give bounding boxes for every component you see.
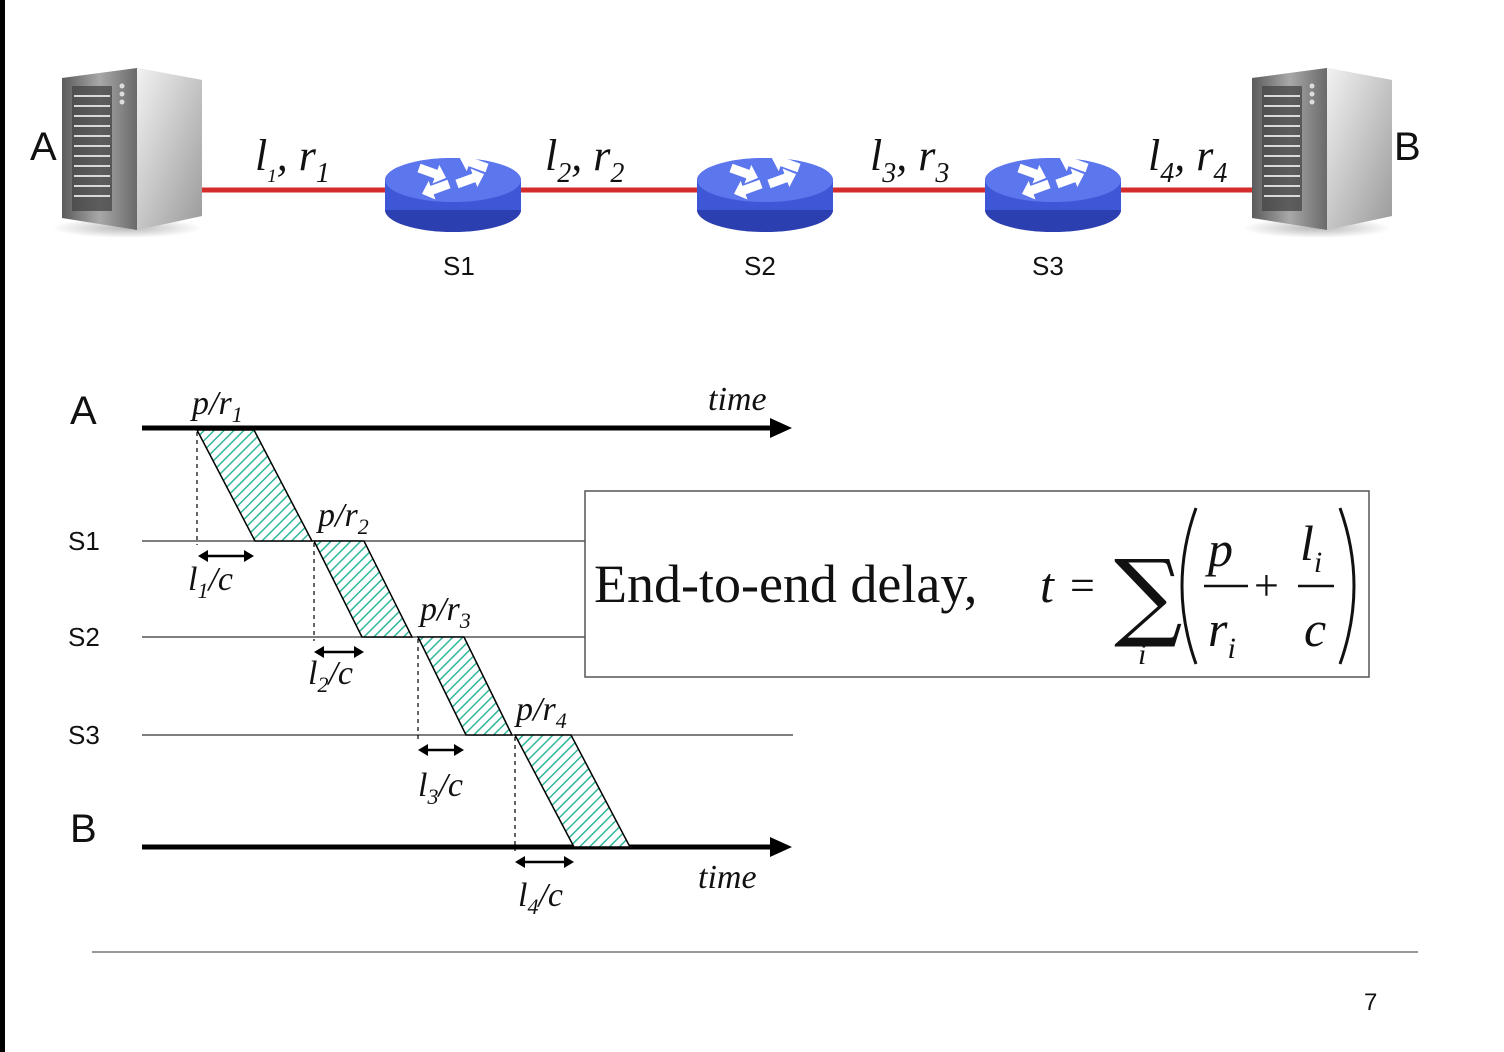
formula-numerator-p: p [1205, 521, 1233, 577]
formula-numerator-l: li [1300, 515, 1322, 579]
timeline-row-label-b: B [70, 807, 97, 851]
propagation-label-2: l2/c [308, 655, 353, 697]
router-s1-icon [385, 149, 521, 232]
transmission-label-1: p/r1 [190, 385, 243, 427]
router-s2-icon [697, 149, 833, 232]
timeline-row-label-a: A [70, 389, 97, 433]
transmission-label-4: p/r4 [514, 691, 567, 733]
propagation-label-4: l4/c [518, 877, 563, 919]
formula-denominator-r: ri [1208, 601, 1236, 665]
formula-plus: + [1254, 561, 1279, 610]
switch-label-s3: S3 [1032, 251, 1064, 281]
host-b-label: B [1394, 125, 1421, 169]
propagation-label-3: l3/c [418, 767, 463, 809]
time-label-bottom: time [698, 859, 757, 896]
link-1-label: l1, r1 [255, 131, 330, 189]
router-s3-icon [985, 149, 1121, 232]
timeline-axis-a-arrowhead [770, 418, 792, 438]
timeline-axis-b-arrowhead [770, 837, 792, 857]
network-topology: A B S1 S2 S3 l1, r1 l2, r2 l3, r3 l4, r4 [30, 67, 1421, 281]
packet-band-hop-3 [416, 636, 514, 736]
page-number: 7 [1364, 989, 1377, 1016]
formula-variable-t: t [1040, 557, 1055, 613]
formula-box: End-to-end delay, t = ∑ i p ri + li c [584, 490, 1370, 678]
timeline-diagram: A S1 S2 S3 B time time [68, 381, 793, 919]
server-a-icon [51, 67, 203, 239]
formula-box-frame [584, 490, 1370, 678]
link-3-label: l3, r3 [870, 131, 949, 189]
timeline-row-label-s2: S2 [68, 622, 100, 652]
formula-sigma: ∑ [1114, 539, 1183, 651]
packet-band-hop-4 [513, 734, 632, 848]
formula-text: End-to-end delay, [594, 554, 977, 614]
switch-label-s2: S2 [744, 251, 776, 281]
packet-band-hop-2 [312, 540, 414, 638]
timeline-row-label-s3: S3 [68, 720, 100, 750]
left-edge-bar [0, 0, 5, 1052]
formula-index: i [1138, 638, 1146, 671]
time-label-top: time [708, 381, 767, 418]
formula-equals: = [1070, 561, 1095, 610]
link-2-label: l2, r2 [545, 131, 624, 189]
formula-right-paren [1338, 507, 1356, 665]
dashed-guides [196, 432, 516, 851]
transmission-label-3: p/r3 [418, 591, 471, 633]
host-a-label: A [30, 125, 57, 169]
formula-denominator-c: c [1304, 601, 1326, 657]
packet-band-hop-1 [195, 429, 314, 542]
formula-left-paren [1180, 507, 1198, 665]
server-b-icon [1241, 67, 1393, 239]
propagation-label-1: l1/c [188, 561, 233, 603]
link-4-label: l4, r4 [1148, 131, 1227, 189]
transmission-label-2: p/r2 [316, 497, 369, 539]
propagation-arrows [198, 550, 574, 868]
switch-label-s1: S1 [443, 251, 475, 281]
timeline-row-label-s1: S1 [68, 526, 100, 556]
